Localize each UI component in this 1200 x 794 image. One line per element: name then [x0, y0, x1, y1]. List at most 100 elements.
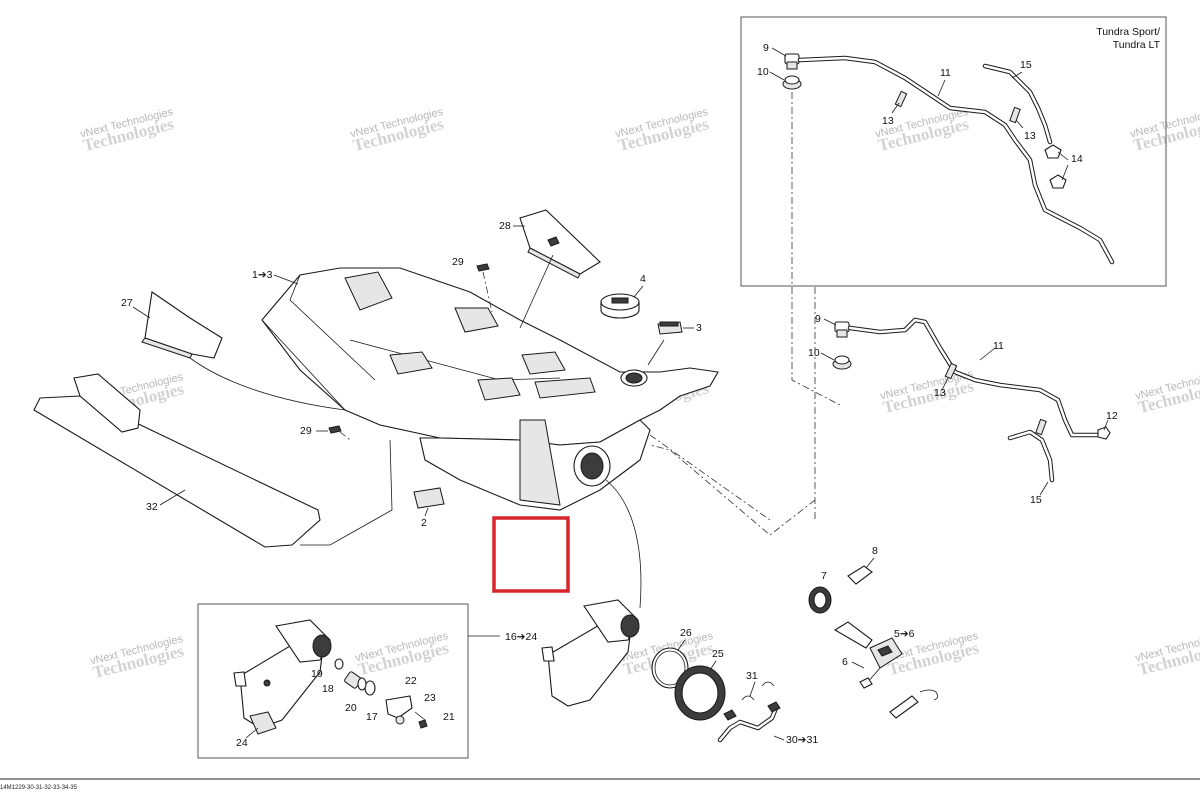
callout-26: 26	[680, 627, 692, 639]
fuel-pump-box: 19 18 20 17 22 23 21 24	[197, 603, 500, 759]
highlight-box	[492, 516, 570, 593]
part-2-pad[interactable]	[413, 487, 445, 509]
leader-dashed	[649, 444, 816, 536]
leader-dashed	[649, 434, 771, 521]
variant-box: Tundra Sport/ Tundra LT	[740, 16, 1167, 287]
part-12-cap[interactable]	[1097, 419, 1111, 440]
part-16-24-fuel-pump[interactable]	[541, 599, 640, 707]
leader-line	[519, 254, 554, 329]
callout-9: 9	[763, 42, 769, 54]
part-11-hose[interactable]	[847, 317, 1101, 438]
part-29-clip[interactable]	[328, 263, 490, 434]
callout-10: 10	[808, 347, 820, 359]
part-10-grommet[interactable]	[769, 71, 802, 90]
part-13-clamp[interactable]	[941, 362, 1047, 436]
leader-line	[633, 285, 644, 298]
part-14-connector[interactable]	[1044, 144, 1069, 189]
callout-31: 31	[746, 670, 758, 682]
callout-9: 9	[815, 313, 821, 325]
callout-27: 27	[121, 297, 133, 309]
part-25-lock-ring[interactable]	[674, 665, 726, 721]
leader-dashed	[339, 431, 351, 441]
callout-21: 21	[443, 711, 455, 723]
part-21-clip[interactable]	[418, 719, 428, 729]
part-22-sensor[interactable]	[385, 695, 413, 725]
part-4-fuel-cap[interactable]	[600, 293, 640, 319]
callout-18: 18	[322, 683, 334, 695]
callout-14: 14	[1071, 153, 1083, 165]
part-3-pad[interactable]	[657, 321, 683, 335]
part-8-cap[interactable]	[847, 565, 873, 585]
leader-line	[709, 660, 717, 671]
leader-line	[189, 357, 346, 411]
footer-code: 14M1229-30-31-32-33-34-35	[0, 785, 78, 791]
callout-25: 25	[712, 648, 724, 660]
part-30-31-fuel-line[interactable]	[717, 681, 781, 743]
callout-11: 11	[993, 340, 1004, 352]
variant-title-line2: Tundra LT	[1113, 39, 1161, 51]
callout-15: 15	[1020, 59, 1032, 71]
part-5-6-sensor[interactable]	[833, 621, 903, 689]
part-20-seal[interactable]	[357, 677, 367, 691]
part-19-oring[interactable]	[334, 658, 344, 670]
callout-22: 22	[405, 675, 417, 687]
part-27-pad[interactable]	[141, 291, 223, 359]
callout-15: 15	[1030, 494, 1042, 506]
part-32-mat[interactable]	[33, 373, 321, 548]
callout-5-6: 5➔6	[894, 628, 915, 640]
callout-8: 8	[872, 545, 878, 557]
callout-19: 19	[311, 668, 323, 680]
part-7-grommet[interactable]	[808, 586, 832, 614]
leader-line	[273, 274, 299, 285]
callout-12: 12	[1106, 410, 1118, 422]
part-11-hose[interactable]	[797, 55, 1115, 265]
part-23-screw[interactable]	[414, 711, 426, 721]
callout-24: 24	[236, 737, 248, 749]
callout-13: 13	[1024, 130, 1036, 142]
callout-16-24: 16➔24	[505, 631, 537, 643]
part-1-fuel-tank[interactable]	[261, 267, 719, 511]
callout-30-31: 30➔31	[786, 734, 818, 746]
leader-line	[677, 639, 686, 651]
callout-2: 2	[421, 517, 427, 529]
leader-line	[749, 681, 756, 697]
vent-hose-group: 9 10 11 13 12 15	[808, 313, 1118, 506]
part-10-grommet[interactable]	[820, 352, 852, 370]
leader-line	[424, 507, 429, 517]
part-24-pump-body[interactable]	[233, 619, 332, 739]
leader-line	[851, 661, 865, 669]
callout-29: 29	[452, 256, 464, 268]
callout-28: 28	[499, 220, 511, 232]
leader-dashed	[791, 92, 841, 406]
callout-4: 4	[640, 273, 646, 285]
leader-dashed	[482, 271, 493, 313]
callout-13: 13	[882, 115, 894, 127]
part-15-hose[interactable]	[1007, 429, 1055, 496]
callout-32: 32	[146, 501, 158, 513]
callout-10: 10	[757, 66, 769, 78]
part-15-hose[interactable]	[982, 63, 1053, 145]
part-13-clamp[interactable]	[891, 90, 1024, 129]
leader-line	[605, 479, 642, 609]
leader-line	[773, 735, 785, 741]
part-9-fitting[interactable]	[823, 318, 850, 338]
callout-13: 13	[934, 387, 946, 399]
callout-6: 6	[842, 656, 848, 668]
leader-line	[132, 306, 151, 319]
callout-29: 29	[300, 425, 312, 437]
callout-17: 17	[366, 711, 378, 723]
leader-line	[865, 557, 875, 569]
part-6-connector[interactable]	[889, 689, 938, 719]
callout-11: 11	[940, 67, 951, 79]
variant-title-line1: Tundra Sport/	[1096, 26, 1160, 38]
part-9-fitting[interactable]	[771, 47, 800, 70]
leader-line	[159, 489, 186, 506]
part-28-shield[interactable]	[519, 209, 601, 279]
callout-7: 7	[821, 570, 827, 582]
callout-1-3: 1➔3	[252, 269, 273, 281]
callout-3: 3	[696, 322, 702, 334]
leader-line	[647, 339, 665, 366]
callout-20: 20	[345, 702, 357, 714]
callout-23: 23	[424, 692, 436, 704]
